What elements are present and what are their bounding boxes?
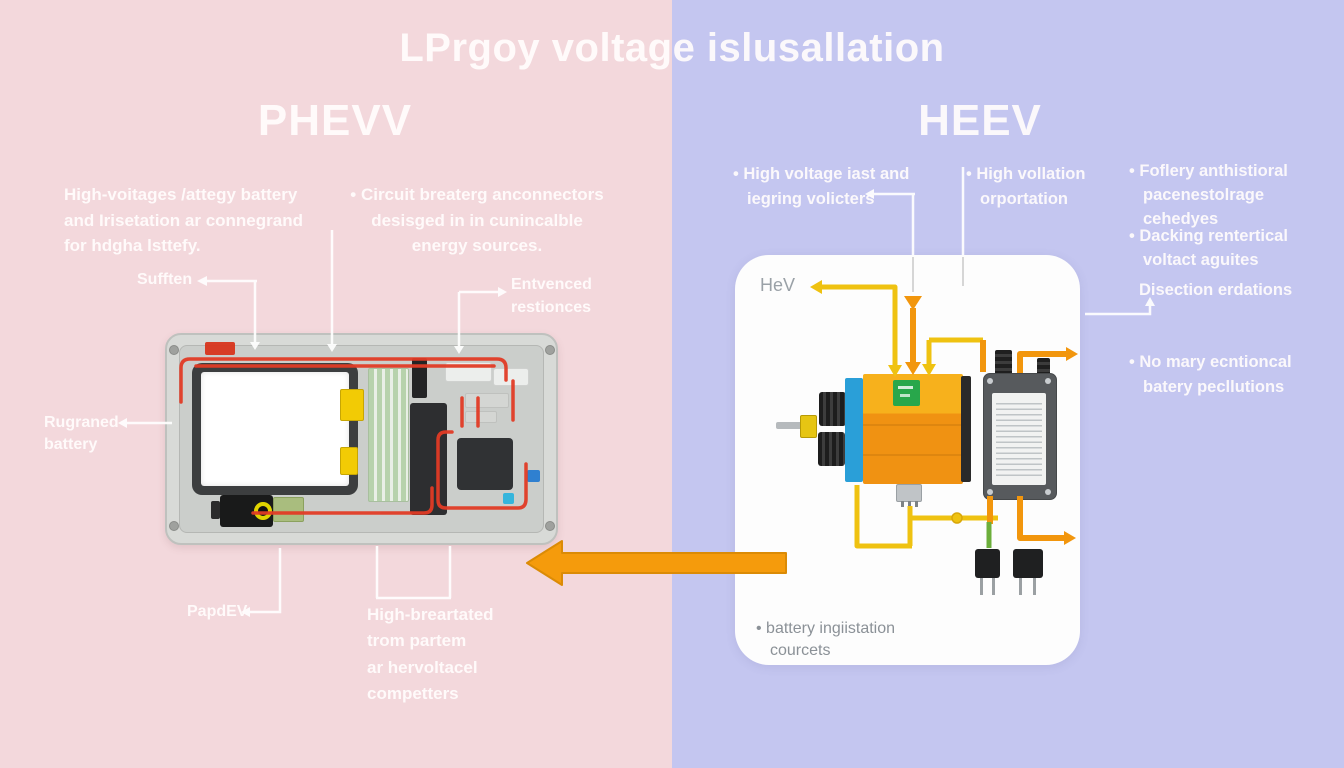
- screw-icon: [987, 489, 993, 495]
- phev-note-high-breartated: High-breartated trom partem ar hervoltac…: [367, 605, 494, 704]
- phev-label-sufften: Sufften: [137, 271, 193, 288]
- label-mark: [898, 386, 913, 389]
- hev-connector-plug: [1013, 549, 1043, 578]
- unit-black-strip: [961, 376, 971, 482]
- hev-bullet-voltage: • High voltage iast and iegring volicter…: [733, 165, 910, 208]
- phev-label-rugraned-battery: Rugraned battery: [44, 414, 119, 454]
- body-seam: [863, 424, 963, 426]
- hev-connector-plug: [975, 549, 1000, 578]
- blue-component: [527, 470, 540, 482]
- plug-pin: [1019, 578, 1022, 595]
- relay-block: [412, 358, 427, 398]
- screw-icon: [1045, 378, 1051, 384]
- connector-strip: [465, 393, 509, 408]
- page-title: LPrgoy voltage islusallation: [399, 26, 945, 70]
- label-mark: [900, 394, 910, 397]
- phev-heading: PHEVV: [257, 96, 413, 145]
- control-module: [457, 438, 513, 490]
- screw-icon: [169, 345, 179, 355]
- terminal-cylinder: [819, 392, 846, 426]
- body-seam: [863, 454, 963, 456]
- cooling-plates: [368, 368, 409, 502]
- yellow-terminal: [340, 447, 358, 475]
- hev-card-label: HeV: [760, 275, 796, 295]
- relay-housing: [493, 368, 529, 386]
- plug-pin: [980, 578, 983, 595]
- phev-label-entvenced: Entvenced restionces: [511, 276, 592, 317]
- yellow-terminal: [340, 389, 364, 421]
- phev-label-papdev: PapdEV: [187, 603, 248, 620]
- connector-pin: [908, 501, 911, 507]
- shaft: [776, 422, 804, 429]
- ecu-spec-label: [992, 393, 1046, 485]
- screw-icon: [169, 521, 179, 531]
- battery-cell: [201, 372, 349, 486]
- relay-housing: [445, 362, 492, 382]
- terminal-cylinder: [818, 432, 845, 466]
- ecu-top-connector: [995, 350, 1012, 375]
- connector-strip: [465, 411, 497, 423]
- hev-bullet-vollation: • High vollation orportation: [966, 165, 1086, 208]
- phev-battery-pack-diagram: [165, 333, 558, 545]
- plug-pin: [1033, 578, 1036, 595]
- hev-ecu-diagram: [983, 350, 1057, 500]
- busbar-column: [410, 403, 447, 515]
- plug-pin: [992, 578, 995, 595]
- phev-note-battery: High-voitages /attegy battery and Iriset…: [64, 185, 303, 255]
- service-plug-nub: [211, 501, 220, 519]
- hev-bullet-no-mary: • No mary ecntioncal batery pecllutions: [1129, 353, 1292, 396]
- screw-icon: [1045, 489, 1051, 495]
- screw-icon: [987, 378, 993, 384]
- connector-pin: [901, 501, 904, 507]
- unit-blue-panel: [845, 378, 863, 482]
- hev-bullet-dacking: • Dacking rentertical voltact aguites: [1129, 227, 1288, 269]
- hev-label-disection: Disection erdations: [1139, 281, 1293, 299]
- label-text-lines: [996, 399, 1042, 479]
- hev-bullet-foflery: • Foflery anthistioral pacenestolrage ce…: [1129, 162, 1288, 228]
- yellow-fitting: [800, 415, 817, 438]
- unit-warning-label: [893, 380, 920, 406]
- screw-icon: [545, 521, 555, 531]
- connector-pin: [915, 501, 918, 507]
- blue-component: [503, 493, 514, 504]
- hev-card-bullet-battery: • battery ingiistation courcets: [756, 620, 896, 660]
- hev-heading: HEEV: [918, 96, 1042, 145]
- pcb-board: [273, 497, 304, 522]
- hev-motor-unit-diagram: [776, 372, 976, 507]
- screw-icon: [545, 345, 555, 355]
- phev-note-circuit: • Circuit breaterg anconnectors desisged…: [350, 185, 604, 255]
- unit-bottom-connector: [896, 484, 922, 507]
- interlock-ring-icon: [254, 502, 272, 520]
